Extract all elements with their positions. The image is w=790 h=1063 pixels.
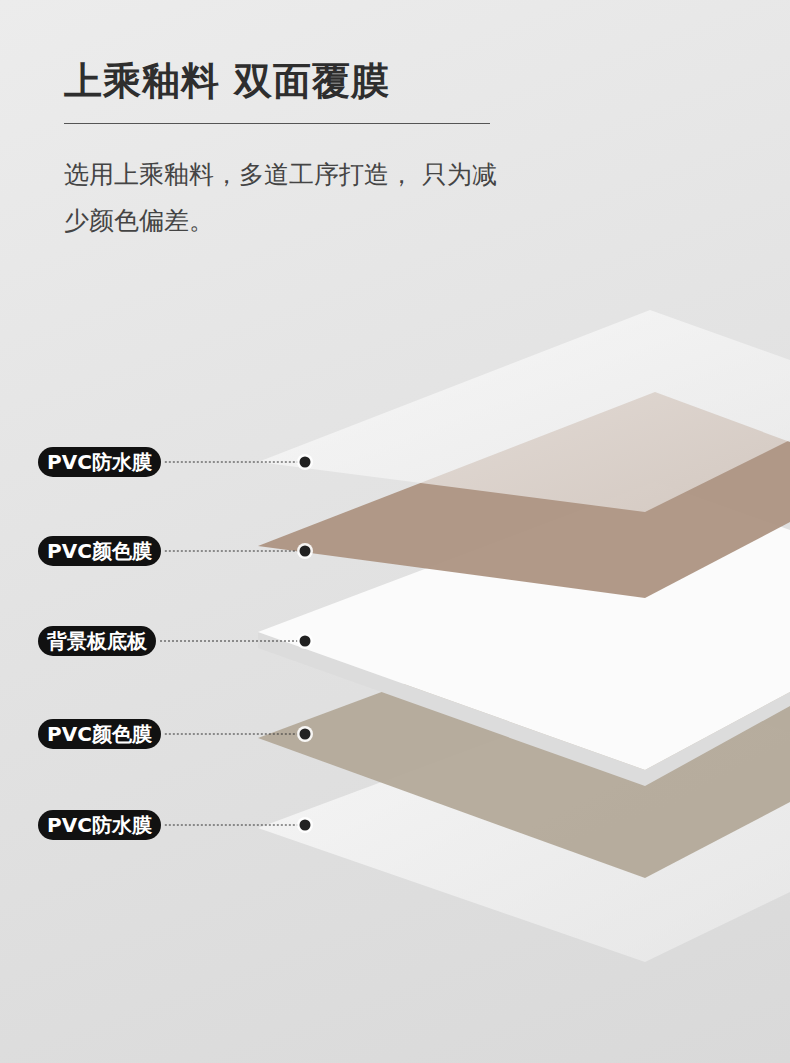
layer-name: 背景板底板 <box>47 629 147 653</box>
leader-line <box>165 734 298 735</box>
leader-dot <box>300 729 311 740</box>
leader-line <box>165 825 298 826</box>
layer-label: PVC颜色膜 <box>38 536 161 566</box>
dot-ring <box>297 633 313 649</box>
body-text: 选用上乘釉料，多道工序打造， 只为减少颜色偏差。 <box>64 152 504 244</box>
layer-label: PVC防水膜 <box>38 810 161 840</box>
title: 上乘釉料 双面覆膜 <box>64 56 390 107</box>
leader-dot <box>300 546 311 557</box>
layer-label: 背景板底板 <box>38 626 156 656</box>
top-film <box>258 310 790 512</box>
title-rule <box>64 123 490 124</box>
layer-name: PVC颜色膜 <box>47 539 152 563</box>
dot-ring <box>297 726 313 742</box>
leader-line <box>165 551 298 552</box>
dot-ring <box>297 454 313 470</box>
layer-name: PVC防水膜 <box>47 813 152 837</box>
leader-dot <box>300 820 311 831</box>
leader-dot <box>300 636 311 647</box>
dot-ring <box>297 817 313 833</box>
leader-dot <box>300 457 311 468</box>
dot-ring <box>297 543 313 559</box>
leader-line <box>165 462 298 463</box>
layer-name: PVC颜色膜 <box>47 722 152 746</box>
layer-label: PVC颜色膜 <box>38 719 161 749</box>
layer-name: PVC防水膜 <box>47 450 152 474</box>
layer-label: PVC防水膜 <box>38 447 161 477</box>
leader-line <box>160 641 298 642</box>
